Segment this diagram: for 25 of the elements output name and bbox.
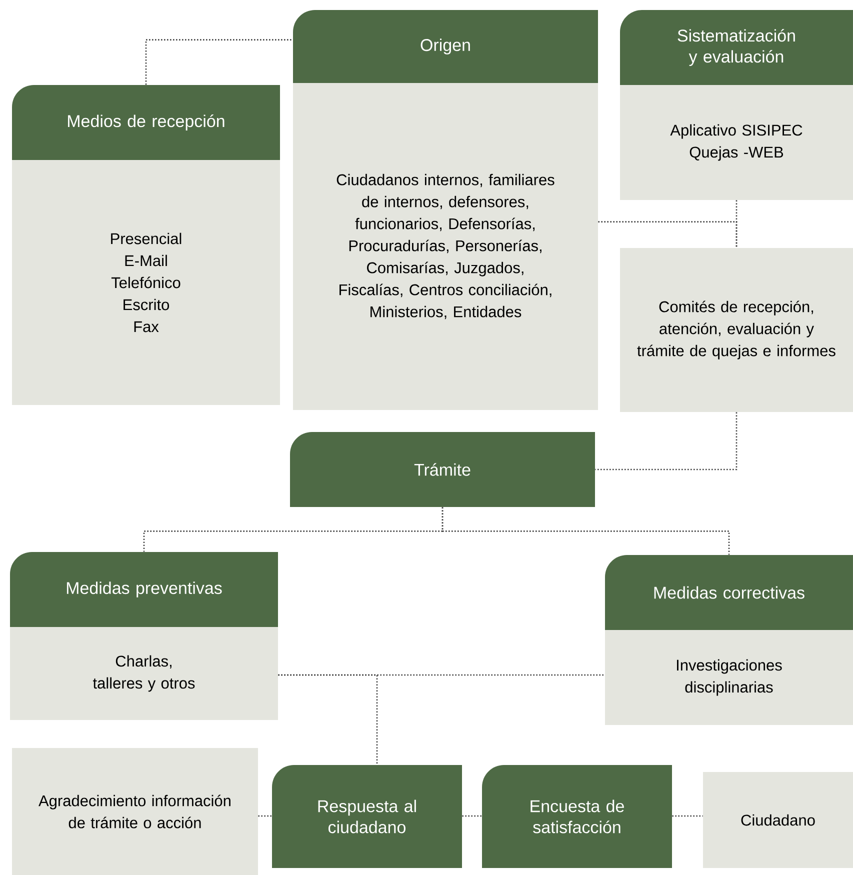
connector-line (598, 221, 738, 248)
connector-line (595, 412, 738, 470)
card: Medios de recepción Presencial E-Mail Telefónico Escrito Fax (12, 85, 280, 405)
connector-line (278, 674, 378, 765)
node-label: Medios de recepción (68, 114, 224, 131)
node-label: Origen (420, 38, 470, 54)
header-box: Respuesta al ciudadano (272, 765, 462, 868)
connector-line (462, 815, 482, 817)
text-box: Ciudadano (703, 772, 853, 868)
connector-line (258, 815, 272, 817)
node-label: Medidas preventivas (66, 582, 222, 598)
header-box: Trámite (290, 432, 595, 507)
card: Medidas preventivas Charlas, talleres y otros (10, 552, 278, 720)
card: Medidas correctivas Investigaciones disciplinarias (605, 555, 853, 725)
connector-line (672, 815, 703, 817)
header-box: Encuesta de satisfacción (482, 765, 672, 868)
node-label: Medidas correctivas (654, 586, 804, 599)
node-label: Sistematización y evaluación (678, 28, 795, 66)
card: Origen Ciudadanos internos, familiares de internos, defensores, funcionarios, Defensorías, Procuradurías, Personerías, Comisarías, Juzgados, Fiscalías, Centros conciliación, Ministerios, Entidades (293, 10, 598, 410)
text-box: Comités de recepción, atención, evaluación y trámite de quejas e informes (620, 248, 853, 412)
card: Sistematización y evaluación Aplicativo SISIPEC Quejas -WEB (620, 10, 853, 200)
connector-line (442, 507, 730, 555)
connector-line (736, 200, 738, 248)
connector-line (145, 39, 293, 85)
text-box: Agradecimiento información de trámite o acción (12, 748, 258, 875)
